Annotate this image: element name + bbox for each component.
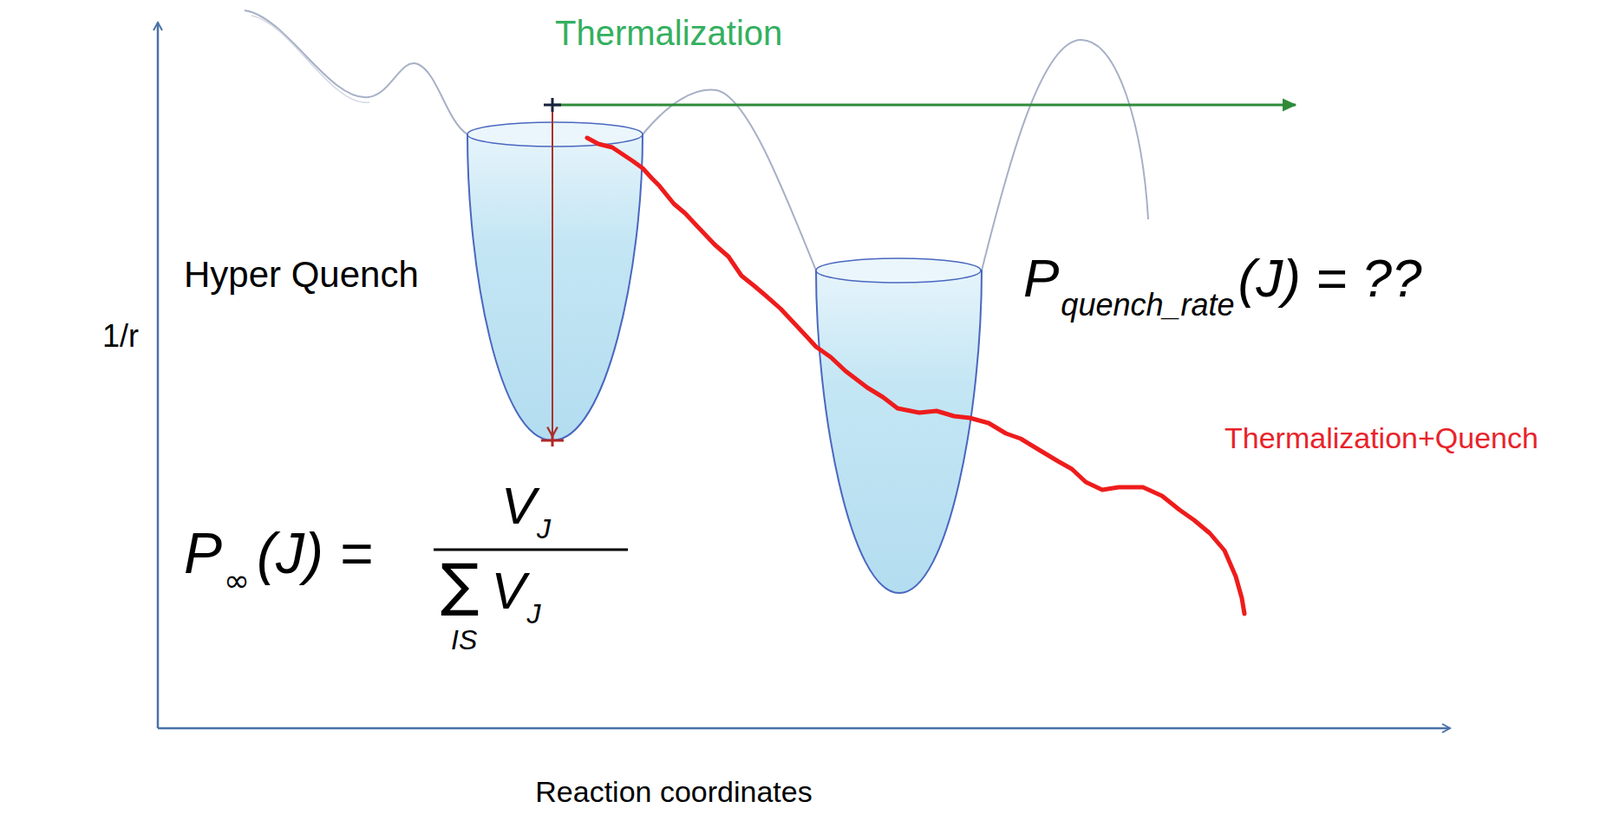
end-marker <box>541 434 564 447</box>
formula-subscript: IS <box>450 626 477 654</box>
start-marker <box>543 97 562 112</box>
axis-label: 1/r <box>102 320 139 353</box>
trajectory <box>587 137 1245 614</box>
y-axis <box>156 22 160 729</box>
energy-curve <box>244 10 1149 271</box>
formula-symbol: P <box>1023 251 1059 306</box>
formula-symbol: V <box>490 565 526 618</box>
process-label: Hyper Quench <box>183 256 419 294</box>
sum-symbol: ∑ <box>440 556 479 614</box>
formula-symbol: V <box>501 480 536 533</box>
process-label: Thermalization <box>555 15 783 51</box>
basin-rim <box>816 258 981 283</box>
fraction-bar <box>433 548 628 552</box>
formula-symbol: P <box>183 524 223 582</box>
basin-well <box>467 134 643 441</box>
formula-subscript: quench_rate <box>1060 289 1235 321</box>
formula-subscript: ∞ <box>223 565 250 597</box>
formula-subscript: J <box>527 600 542 628</box>
x-axis <box>157 727 1450 731</box>
axis-label: Reaction coordinates <box>535 777 812 807</box>
formula-text: (J) = <box>256 524 373 582</box>
process-label: Thermalization+Quench <box>1224 423 1539 453</box>
curve-shadow <box>251 15 370 103</box>
basin-well <box>816 270 982 594</box>
formula-subscript: J <box>536 515 551 543</box>
thermalization-arrow <box>552 104 1296 107</box>
quench-arrow <box>551 107 554 437</box>
formula-text: (J) = ?? <box>1238 251 1423 306</box>
basin-rim <box>467 122 643 147</box>
